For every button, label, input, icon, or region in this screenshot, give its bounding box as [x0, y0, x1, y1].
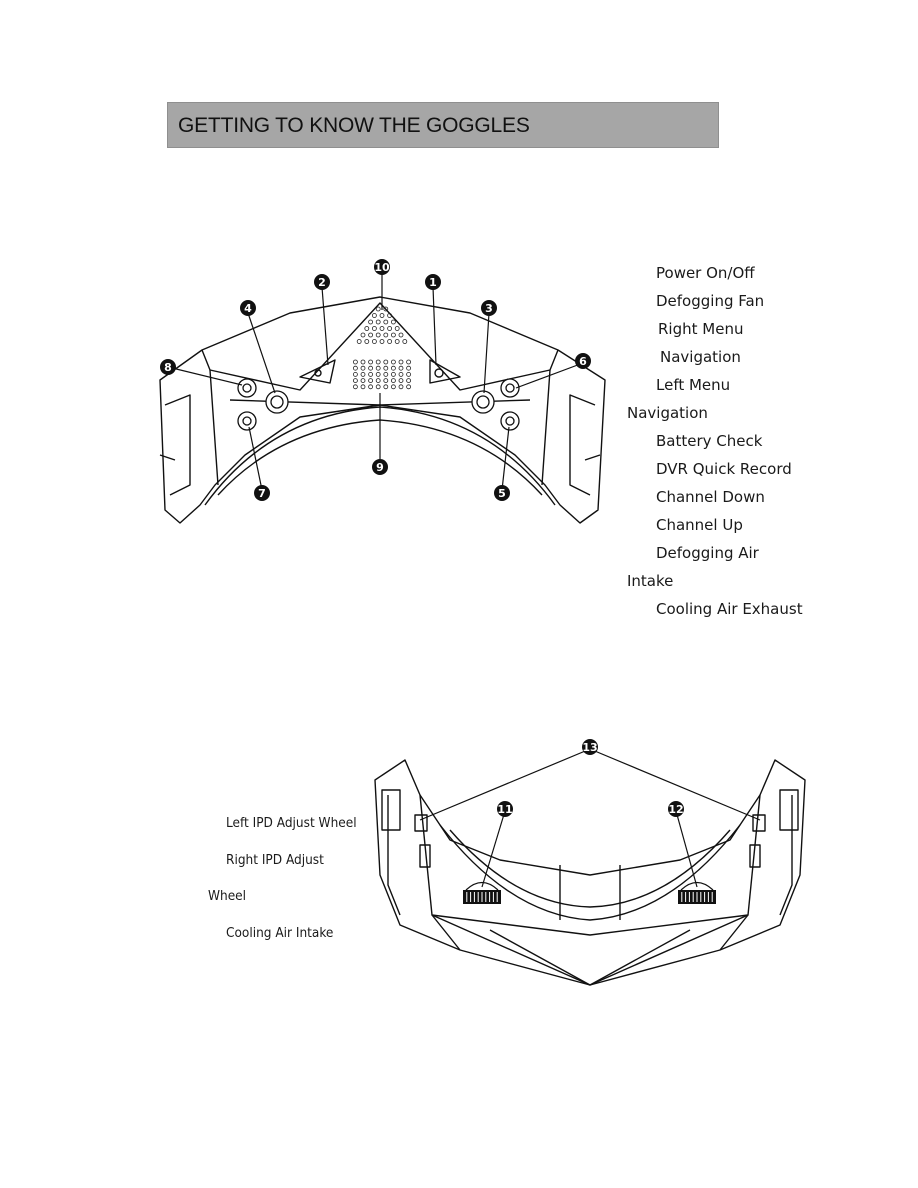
goggles-front-outline	[159, 296, 606, 524]
legend-item: Defogging Fan	[656, 292, 765, 310]
legend-item: Wheel	[208, 888, 247, 904]
callout-5-marker	[494, 485, 510, 501]
callout-2-label: 2	[318, 276, 326, 289]
legend-item: Cooling Air Intake	[226, 925, 334, 941]
callout-7-label: 7	[258, 487, 266, 500]
callout-5-label: 5	[498, 487, 506, 500]
legend-item: Channel Up	[656, 516, 743, 534]
right-menu-navigation-button	[299, 359, 336, 384]
callout-6-marker	[575, 353, 591, 369]
legend-item: DVR Quick Record	[656, 460, 792, 478]
callout-8-label: 8	[164, 361, 172, 374]
power-button	[429, 359, 461, 384]
callout-10-marker	[374, 259, 390, 275]
callout-12-marker	[668, 801, 684, 817]
callout-6-label: 6	[579, 355, 587, 368]
legend-item: Channel Down	[656, 488, 765, 506]
callout-13-marker	[582, 739, 598, 755]
legend-item: Power On/Off	[656, 264, 755, 282]
legend-item: Defogging Air	[656, 544, 759, 562]
callout-10-label: 10	[374, 261, 390, 274]
legend-item: Right IPD Adjust	[226, 852, 324, 868]
callout-1-label: 1	[429, 276, 437, 289]
callout-11-marker	[497, 801, 513, 817]
goggles-rear-outline	[374, 759, 806, 986]
goggles-front-diagram: 1 2 3 4 5 6 7 8 9 10	[159, 259, 606, 524]
legend-item: Left IPD Adjust Wheel	[226, 815, 357, 831]
legend-item: Battery Check	[656, 432, 763, 450]
section-title: GETTING TO KNOW THE GOGGLES	[178, 114, 530, 137]
legend-item: Intake	[627, 572, 674, 590]
defogging-fan-grille	[352, 306, 412, 390]
legend-item: Navigation	[627, 404, 708, 422]
callout-7-marker	[254, 485, 270, 501]
callout-2-marker	[314, 274, 330, 290]
callout-4-marker	[240, 300, 256, 316]
callout-4-label: 4	[244, 302, 252, 315]
goggles-rear-diagram: 11 12 13	[374, 739, 806, 986]
callout-1-marker	[425, 274, 441, 290]
callout-3-marker	[481, 300, 497, 316]
callout-13-label: 13	[582, 741, 597, 754]
legend-item: Cooling Air Exhaust	[656, 600, 803, 618]
legend-item: Navigation	[660, 348, 741, 366]
legend-item: Right Menu	[658, 320, 744, 338]
legend-item: Left Menu	[656, 376, 731, 394]
callout-8-marker	[160, 359, 176, 375]
callout-9-label: 9	[376, 461, 384, 474]
callout-9-marker	[372, 459, 388, 475]
callout-3-label: 3	[485, 302, 493, 315]
section-title-bar: GETTING TO KNOW THE GOGGLES	[167, 102, 719, 148]
callout-11-label: 11	[497, 803, 512, 816]
callout-12-label: 12	[668, 803, 683, 816]
